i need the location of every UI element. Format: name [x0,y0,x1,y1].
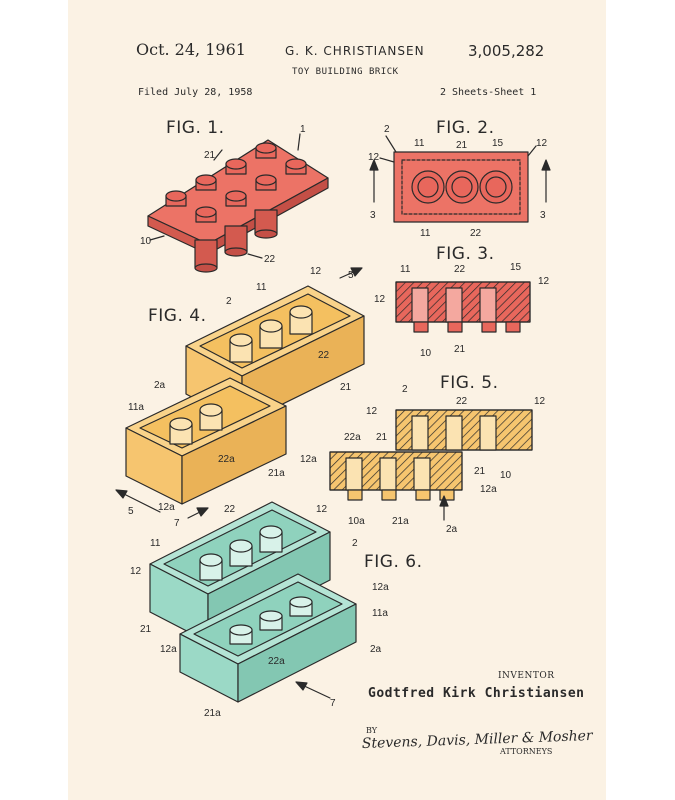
ref-num: 21 [456,140,468,151]
patent-sheet [68,0,606,800]
filed-date: Filed July 28, 1958 [138,87,253,98]
ref-num: 5 [348,270,354,281]
ref-num: 12 [538,276,550,287]
ref-num: 21 [340,382,352,393]
ref-num: 5 [128,506,134,517]
ref-num: 1 [300,124,306,135]
ref-num: 12a [480,484,497,495]
ref-num: 11 [256,282,267,293]
ref-num: 22 [454,264,466,275]
ref-num: 10 [420,348,432,359]
ref-num: 12 [536,138,548,149]
ref-num: 21 [474,466,486,477]
ref-num: 7 [174,518,180,529]
ref-num: 22 [456,396,468,407]
patent-date: Oct. 24, 1961 [136,40,246,59]
fig3-drawing [395,281,531,333]
ref-num: 21a [392,516,409,527]
ref-num: 10a [348,516,365,527]
ref-num: 3 [370,210,376,221]
ref-num: 11 [420,228,431,239]
inventor-header: G. K. CHRISTIANSEN [285,44,425,58]
ref-num: 22a [344,432,361,443]
ref-num: 15 [492,138,504,149]
fig2-drawing [369,135,551,223]
ref-num: 12 [130,566,142,577]
ref-num: 21 [376,432,388,443]
ref-num: 2 [402,384,408,395]
ref-num: 22 [264,254,276,265]
ref-num: 12 [366,406,378,417]
ref-num: 15 [510,262,522,273]
ref-num: 22a [218,454,235,465]
ref-num: 21a [204,708,221,719]
ref-num: 7 [330,698,336,709]
ref-num: 22a [268,656,285,667]
fig5-drawing [329,409,533,521]
ref-num: 22 [224,504,236,515]
reference-numbers: 1 21 10 22 2 11 21 15 12 12 3 3 11 22 11… [128,124,550,719]
ref-num: 2a [154,380,166,391]
ref-num: 21a [268,468,285,479]
ref-num: 21 [454,344,466,355]
ref-num: 12 [368,152,380,163]
ref-num: 2a [370,644,382,655]
ref-num: 22 [318,350,330,361]
ref-num: 2 [226,296,232,307]
ref-num: 11 [414,138,425,149]
ref-num: 2a [446,524,458,535]
ref-num: 12a [300,454,317,465]
fig1-label: FIG. 1. [166,118,225,138]
fig1-drawing [147,133,329,273]
ref-num: 2 [352,538,358,549]
ref-num: 12a [372,582,389,593]
fig6-drawing [149,501,357,703]
ref-num: 12 [310,266,322,277]
ref-num: 21 [140,624,152,635]
fig4-label: FIG. 4. [148,306,207,326]
ref-num: 12 [534,396,546,407]
ref-num: 22 [470,228,482,239]
ref-num: 12a [158,502,175,513]
ref-num: 11a [128,402,144,413]
patent-title: TOY BUILDING BRICK [292,67,399,77]
sheet-count: 2 Sheets-Sheet 1 [440,87,537,98]
ref-num: 12 [316,504,328,515]
fig5-label: FIG. 5. [440,373,499,393]
inventor-label: INVENTOR [498,671,555,681]
ref-num: 11 [150,538,161,549]
by-label: BY [366,726,378,735]
attorneys-signature: Stevens, Davis, Miller & Mosher [362,728,595,752]
fig2-label: FIG. 2. [436,118,495,138]
attorneys-label: ATTORNEYS [500,747,553,756]
ref-num: 11 [400,264,411,275]
ref-num: 12 [374,294,386,305]
patent-number: 3,005,282 [468,42,545,60]
ref-num: 10 [500,470,512,481]
ref-num: 10 [140,236,152,247]
ref-num: 21 [204,150,216,161]
inventor-name: Godtfred Kirk Christiansen [368,686,585,701]
fig6-label: FIG. 6. [364,552,423,572]
ref-num: 3 [540,210,546,221]
ref-num: 2 [384,124,390,135]
fig4-drawing [115,267,365,513]
ref-num: 12a [160,644,177,655]
ref-num: 11a [372,608,388,619]
fig3-label: FIG. 3. [436,244,495,264]
